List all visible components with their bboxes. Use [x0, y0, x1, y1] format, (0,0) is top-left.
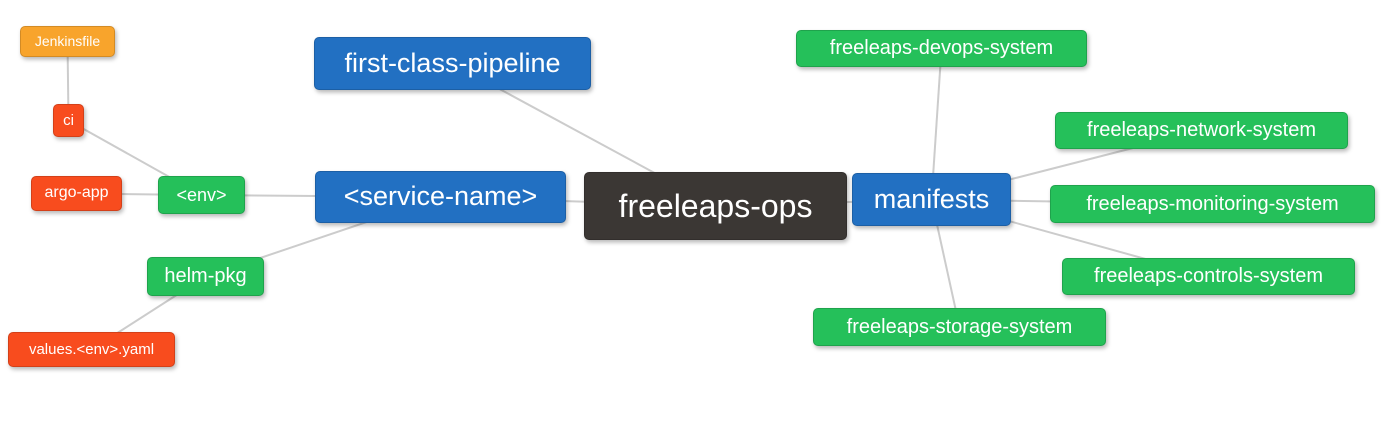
node-label-monitoring-system: freeleaps-monitoring-system — [1086, 192, 1339, 215]
node-label-jenkinsfile: Jenkinsfile — [34, 33, 101, 49]
node-jenkinsfile[interactable]: Jenkinsfile — [20, 26, 115, 57]
node-storage-system[interactable]: freeleaps-storage-system — [813, 308, 1106, 346]
node-freeleaps-ops[interactable]: freeleaps-ops — [584, 172, 847, 240]
node-label-values-env-yaml: values.<env>.yaml — [28, 340, 155, 358]
node-first-class-pipeline[interactable]: first-class-pipeline — [314, 37, 591, 90]
node-label-service-name: <service-name> — [343, 181, 538, 211]
node-label-env: <env> — [176, 184, 227, 205]
node-network-system[interactable]: freeleaps-network-system — [1055, 112, 1348, 149]
node-env[interactable]: <env> — [158, 176, 245, 214]
node-argo-app[interactable]: argo-app — [31, 176, 122, 211]
node-ci[interactable]: ci — [53, 104, 84, 137]
node-manifests[interactable]: manifests — [852, 173, 1011, 226]
node-controls-system[interactable]: freeleaps-controls-system — [1062, 258, 1355, 295]
node-label-network-system: freeleaps-network-system — [1087, 119, 1316, 141]
node-label-manifests: manifests — [873, 183, 990, 214]
node-label-controls-system: freeleaps-controls-system — [1094, 265, 1323, 287]
node-service-name[interactable]: <service-name> — [315, 171, 566, 223]
node-label-helm-pkg: helm-pkg — [164, 265, 247, 287]
node-monitoring-system[interactable]: freeleaps-monitoring-system — [1050, 185, 1375, 223]
node-values-env-yaml[interactable]: values.<env>.yaml — [8, 332, 175, 367]
node-label-first-class-pipeline: first-class-pipeline — [344, 47, 561, 78]
node-label-freeleaps-ops: freeleaps-ops — [618, 187, 813, 224]
node-label-ci: ci — [63, 111, 74, 129]
node-label-argo-app: argo-app — [44, 184, 109, 201]
node-devops-system[interactable]: freeleaps-devops-system — [796, 30, 1087, 67]
node-helm-pkg[interactable]: helm-pkg — [147, 257, 264, 296]
node-label-storage-system: freeleaps-storage-system — [846, 315, 1073, 338]
node-label-devops-system: freeleaps-devops-system — [829, 37, 1054, 59]
